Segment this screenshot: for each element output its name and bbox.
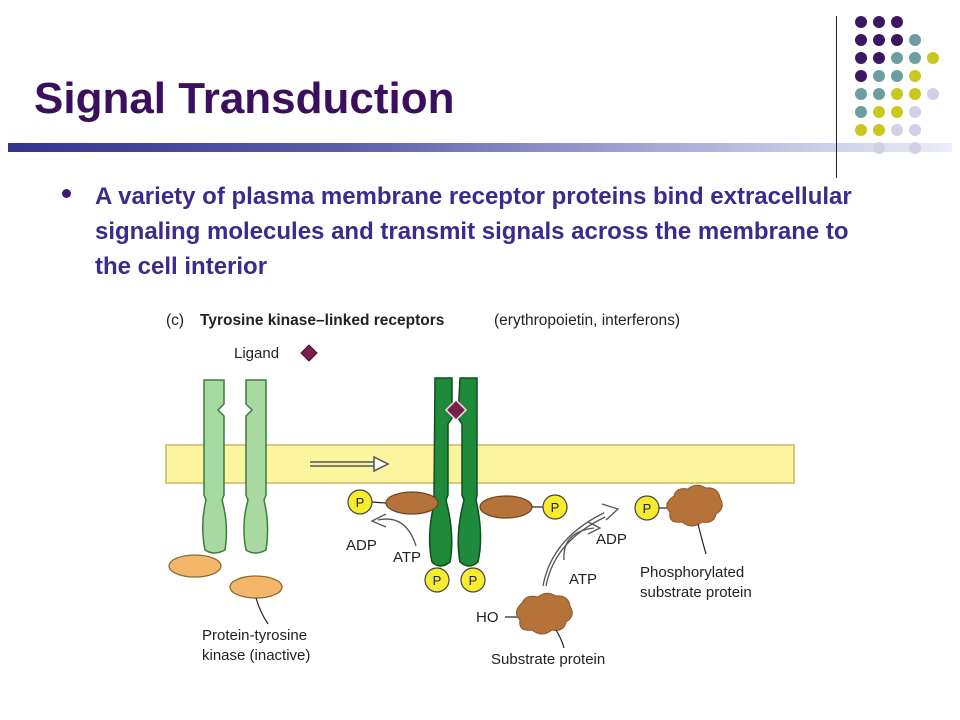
dot: [909, 106, 921, 118]
dot: [891, 34, 903, 46]
svg-text:P: P: [433, 573, 442, 588]
dot: [855, 106, 867, 118]
svg-text:P: P: [356, 495, 365, 510]
svg-text:P: P: [643, 501, 652, 516]
phosphorylated-substrate-shape: [666, 484, 723, 527]
dot: [873, 124, 885, 136]
figure-heading-rest: (erythropoietin, interferons): [494, 312, 680, 329]
phosphate-receptor-right: P: [460, 567, 486, 593]
dot: [873, 16, 885, 28]
dot: [855, 34, 867, 46]
kinase-label-line1: Protein-tyrosine: [202, 627, 307, 644]
slide-title: Signal Transduction: [34, 74, 455, 123]
plasma-membrane: [165, 444, 795, 484]
dot: [873, 88, 885, 100]
dot: [927, 88, 939, 100]
membrane-arrow-icon: [310, 455, 390, 473]
phospho-label-line2: substrate protein: [640, 584, 752, 601]
svg-text:P: P: [469, 573, 478, 588]
ligand-icon: [300, 344, 318, 362]
dot: [909, 70, 921, 82]
dot: [873, 52, 885, 64]
dot: [855, 88, 867, 100]
dot: [891, 88, 903, 100]
kinase-active-left: [385, 491, 439, 515]
dot: [891, 52, 903, 64]
dot: [873, 106, 885, 118]
dot: [891, 70, 903, 82]
dot: [873, 142, 885, 154]
figure-panel-letter: (c): [166, 312, 184, 329]
phospho-pointer-line: [697, 523, 707, 555]
dot: [891, 16, 903, 28]
dot: [891, 124, 903, 136]
svg-text:P: P: [551, 500, 560, 515]
ligand-label: Ligand: [234, 345, 279, 362]
ho-label: HO: [476, 609, 499, 626]
phosphate-kinase-right: P: [532, 494, 568, 520]
adp-left-label: ADP: [346, 537, 377, 554]
kinase-pointer-line: [255, 597, 269, 625]
adp-right-label: ADP: [596, 531, 627, 548]
dot: [873, 70, 885, 82]
substrate-label: Substrate protein: [491, 651, 605, 668]
dot: [909, 34, 921, 46]
kinase-label-line2: kinase (inactive): [202, 647, 310, 664]
dot: [891, 106, 903, 118]
left-atp-adp-arrow: [370, 513, 417, 547]
atp-left-label: ATP: [393, 549, 421, 566]
dot: [855, 16, 867, 28]
figure-heading-bold: Tyrosine kinase–linked receptors: [200, 312, 444, 329]
dot: [909, 88, 921, 100]
dot: [909, 142, 921, 154]
dot: [855, 70, 867, 82]
dot: [909, 124, 921, 136]
phospho-label-line1: Phosphorylated: [640, 564, 744, 581]
inactive-receptor: [202, 379, 269, 554]
phosphate-kinase-left: P: [347, 489, 387, 515]
substrate-pointer-line: [555, 629, 565, 649]
right-atp-adp-arrow: [542, 503, 620, 587]
dot: [909, 52, 921, 64]
decorative-dot-grid: [855, 16, 939, 154]
dot: [855, 124, 867, 136]
phosphate-receptor-left: P: [424, 567, 450, 593]
active-receptor: [428, 377, 482, 567]
kinase-active-right: [479, 495, 533, 519]
bullet-icon: [62, 189, 71, 198]
substrate-protein-shape: [516, 592, 573, 635]
dot: [855, 52, 867, 64]
phosphate-substrate: P: [634, 495, 670, 521]
dot: [873, 34, 885, 46]
kinase-inactive-1: [168, 554, 222, 578]
bullet-text: A variety of plasma membrane receptor pr…: [95, 183, 852, 280]
kinase-inactive-2: [229, 575, 283, 599]
tyrosine-kinase-figure: (c) Tyrosine kinase–linked receptors (er…: [165, 312, 795, 668]
title-underline: [8, 143, 952, 152]
bound-ligand-icon: [444, 398, 468, 422]
dot: [927, 52, 939, 64]
atp-right-label: ATP: [569, 571, 597, 588]
corner-divider: [836, 16, 837, 178]
